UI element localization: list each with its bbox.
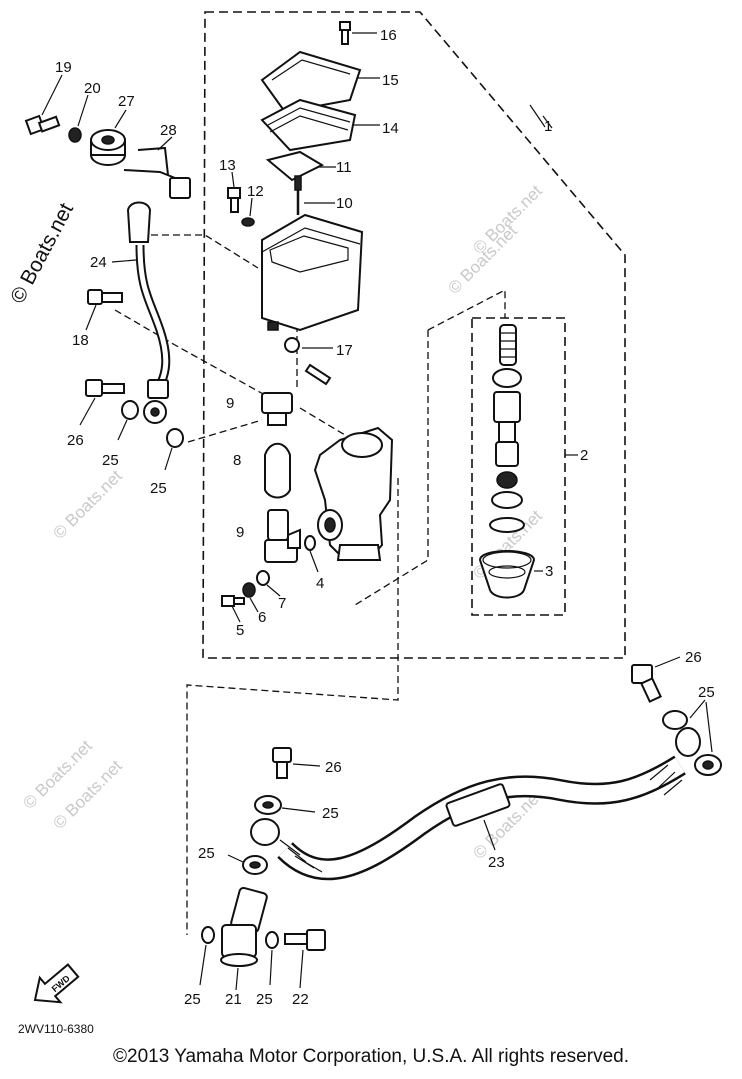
part-4-o-ring [304,535,319,573]
callout-26-right: 26 [685,649,702,666]
callout-13: 13 [219,157,236,174]
part-10-rod [296,190,335,215]
part-8-reservoir-hose [264,442,291,499]
part-5-bolt [221,595,245,623]
watermark-main: © Boats.net [6,199,78,307]
part-21-union-fitting [220,886,268,991]
callout-27: 27 [118,93,135,110]
assembly-2-piston-kit [489,324,578,533]
part-16-screw [339,21,377,45]
callout-9-lower: 9 [236,524,244,541]
part-27-grommet [90,109,127,166]
callout-25-lower-left: 25 [184,991,201,1008]
callout-28: 28 [160,122,177,139]
callout-25-center-b: 25 [198,845,215,862]
part-23-brake-hose [250,727,701,881]
part-9-fitting-upper [261,392,293,426]
part-25-washer-right-b [694,701,722,776]
part-15-reservoir-cap [260,50,380,114]
callout-23: 23 [488,854,505,871]
parts-diagram: © Boats.net © Boats.net © Boats.net © Bo… [6,11,722,1036]
callout-9-upper: 9 [226,395,234,412]
callout-25-right: 25 [698,684,715,701]
callout-15: 15 [382,72,399,89]
part-13-bolt [227,171,241,213]
part-22-bolt [284,929,326,989]
callout-16: 16 [380,27,397,44]
part-17-clamp [284,337,333,386]
part-6-washer [242,582,259,613]
callout-25-upper-b: 25 [150,480,167,497]
part-25-washer-upper-b [164,428,184,471]
callout-6: 6 [258,609,266,626]
callout-1: 1 [544,118,552,135]
watermark: © Boats.net [49,466,126,543]
part-19-bolt [24,74,63,136]
part-25-washer-center-a [254,795,316,815]
callout-11: 11 [336,159,352,176]
callout-12: 12 [247,183,264,200]
fwd-arrow-icon: FWD [33,963,80,1004]
callout-20: 20 [84,80,101,97]
callout-labels: 1 2 3 4 5 6 7 8 9 9 10 11 12 13 14 15 16… [55,27,715,1008]
diagram-code: 2WV110-6380 [18,1022,94,1036]
callout-18: 18 [72,332,89,349]
part-25-washer-center-b [227,854,268,875]
callout-21: 21 [225,991,242,1008]
callout-2: 2 [580,447,588,464]
part-26-union-bolt-center [272,747,321,779]
part-28-bracket [123,136,191,199]
part-18-union-bolt [85,289,123,331]
part-24-brake-hose [111,201,171,424]
part-25-washer-lower-mid [265,931,279,986]
part-25-washer-upper-a [117,400,139,441]
part-14-diaphragm [260,98,380,152]
part-26-union-bolt-right [631,656,681,703]
callout-25-upper-a: 25 [102,452,119,469]
part-9-fitting-lower [264,509,301,563]
part-25-washer-lower-left [199,926,215,986]
master-cylinder-body [313,426,394,561]
part-3-dust-boot [478,550,543,599]
callout-4: 4 [316,575,324,592]
part-12-grommet [241,197,255,227]
callout-26-center: 26 [325,759,342,776]
assembly-2-frame [471,317,566,616]
callout-24: 24 [90,254,107,271]
reservoir-body [261,213,364,332]
callout-8: 8 [233,452,241,469]
callout-25-lower-mid: 25 [256,991,273,1008]
callout-17: 17 [336,342,353,359]
part-25-washer-right-a [662,699,706,730]
assembly-1-frame [202,11,626,659]
callout-25-center-a: 25 [322,805,339,822]
copyright-notice: ©2013 Yamaha Motor Corporation, U.S.A. A… [113,1046,629,1067]
callout-7: 7 [278,595,286,612]
callout-10: 10 [336,195,353,212]
part-26-union-bolt-upper [79,379,125,426]
callout-22: 22 [292,991,309,1008]
callout-3: 3 [545,563,553,580]
callout-19: 19 [55,59,72,76]
callout-26-upper: 26 [67,432,84,449]
part-7-washer [256,570,281,597]
part-11-float-plate [265,150,336,191]
callout-14: 14 [382,120,399,137]
callout-5: 5 [236,622,244,639]
part-20-washer [68,94,89,143]
